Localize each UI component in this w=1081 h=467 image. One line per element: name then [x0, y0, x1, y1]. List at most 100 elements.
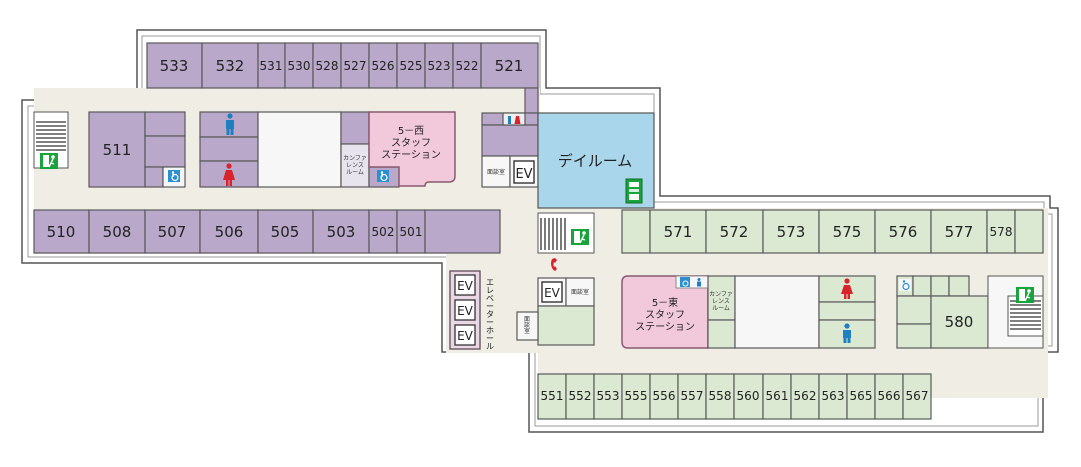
interview-room-west: 面談室 [487, 168, 505, 176]
room-576: 576 [889, 223, 918, 241]
room-530: 530 [288, 59, 311, 73]
room-560: 560 [737, 389, 760, 403]
restroom-icon [508, 116, 521, 124]
conference-room-west-line2: レンス [346, 162, 364, 169]
elevator-hall-label-2: レ [486, 286, 494, 295]
room-555: 555 [625, 389, 648, 403]
staff-station-west [368, 111, 456, 187]
room-507: 507 [158, 223, 187, 241]
elevator-hall-label-8: ー [486, 334, 494, 343]
elevator-hall-ev-2: EV [457, 304, 474, 318]
elevator-west [513, 160, 535, 184]
room-553: 553 [597, 389, 620, 403]
male-icon [843, 323, 851, 343]
room-527: 527 [344, 59, 367, 73]
staff-station-east-line1: 5－東 [652, 296, 678, 309]
staff-station-west-line3: ステーション [381, 150, 441, 161]
vending-machine-icon [625, 178, 643, 204]
room-501: 501 [400, 225, 423, 239]
west-south-rooms: 510 508 507 506 505 503 502 501 [33, 209, 501, 254]
wheelchair-icon [899, 279, 911, 291]
staff-station-east-line3: ステーション [635, 322, 695, 333]
emergency-exit-icon [571, 229, 589, 245]
wheelchair-icon [377, 170, 389, 182]
west-core: 511 カンファ レンス ルーム [88, 111, 456, 188]
conference-room-west-line1: カンファ [343, 155, 367, 162]
room-526: 526 [372, 59, 395, 73]
room-563: 563 [822, 389, 845, 403]
room-531: 531 [260, 59, 283, 73]
room-551: 551 [541, 389, 564, 403]
elevator-hall-label-9: ル [486, 342, 494, 351]
west-core-right: 面談室 EV [481, 87, 539, 188]
room-533: 533 [160, 57, 189, 75]
telephone-icon [551, 258, 557, 271]
room-508: 508 [103, 223, 132, 241]
room-552: 552 [569, 389, 592, 403]
wheelchair-icon [680, 277, 690, 287]
elevator-hall-label-6: ー [486, 318, 494, 327]
east-central-core: EV 面談室 面 談 室 [516, 258, 595, 346]
interview-room-east: 面談室 [571, 288, 589, 296]
emergency-exit-icon [1016, 287, 1034, 303]
room-577: 577 [945, 223, 974, 241]
room-566: 566 [878, 389, 901, 403]
east-north-rooms: 571 572 573 575 576 577 578 [621, 209, 1044, 254]
room-510: 510 [47, 223, 76, 241]
wheelchair-icon [168, 170, 180, 182]
elevator-east-label: EV [544, 286, 561, 300]
room-502: 502 [372, 225, 395, 239]
conference-room-east-line2: レンス [712, 298, 730, 305]
room-575: 575 [833, 223, 862, 241]
elevator-hall: EV EV EV エ レ ベ ー タ ー ホ ー ル [449, 270, 494, 351]
male-icon [697, 278, 701, 287]
day-room-label: デイルーム [558, 152, 633, 170]
male-icon [226, 113, 234, 135]
elevator-hall-ev-3: EV [457, 329, 474, 343]
female-icon [841, 278, 853, 299]
room-528: 528 [316, 59, 339, 73]
female-icon [223, 163, 235, 186]
room-578: 578 [990, 225, 1013, 239]
elevator-hall-label-3: ベ [486, 294, 494, 303]
interview-room-east2-line1: 面 [524, 316, 530, 323]
elevator-west-label: EV [515, 167, 532, 182]
room-572: 572 [720, 223, 749, 241]
interview-room-east2-line3: 室 [524, 327, 530, 335]
room-505: 505 [271, 223, 300, 241]
staff-station-west-line2: スタッフ [391, 137, 431, 149]
room-521: 521 [495, 57, 524, 75]
room-506: 506 [215, 223, 244, 241]
room-565: 565 [850, 389, 873, 403]
emergency-exit-icon [40, 153, 58, 169]
staff-station-west-line1: 5－西 [398, 126, 424, 137]
room-525: 525 [400, 59, 423, 73]
elevator-hall-ev-1: EV [457, 279, 474, 293]
room-503: 503 [327, 223, 356, 241]
conference-room-west-line3: ルーム [346, 169, 364, 176]
room-580: 580 [945, 313, 974, 331]
room-558: 558 [709, 389, 732, 403]
room-522: 522 [456, 59, 479, 73]
room-571: 571 [664, 223, 693, 241]
elevator-hall-label-4: ー [486, 302, 494, 311]
interview-room-east2-line2: 談 [524, 321, 530, 329]
elevator-east [541, 281, 563, 303]
room-561: 561 [766, 389, 789, 403]
staff-station-east-line2: スタッフ [645, 309, 685, 321]
east-south-rooms: 551 552 553 555 556 557 558 560 561 562 … [537, 373, 932, 420]
room-523: 523 [428, 59, 451, 73]
elevator-hall-label-7: ホ [486, 326, 494, 335]
room-567: 567 [906, 389, 929, 403]
conference-room-east-line3: ルーム [712, 305, 730, 312]
conference-room-east-line1: カンファ [709, 291, 733, 298]
west-north-rooms: 533 532 531 530 528 527 526 525 523 522 … [146, 42, 539, 89]
room-557: 557 [681, 389, 704, 403]
room-573: 573 [777, 223, 806, 241]
room-562: 562 [794, 389, 817, 403]
room-511: 511 [103, 141, 132, 159]
elevator-hall-label-5: タ [486, 310, 494, 319]
elevator-hall-label-1: エ [486, 278, 494, 287]
room-556: 556 [653, 389, 676, 403]
